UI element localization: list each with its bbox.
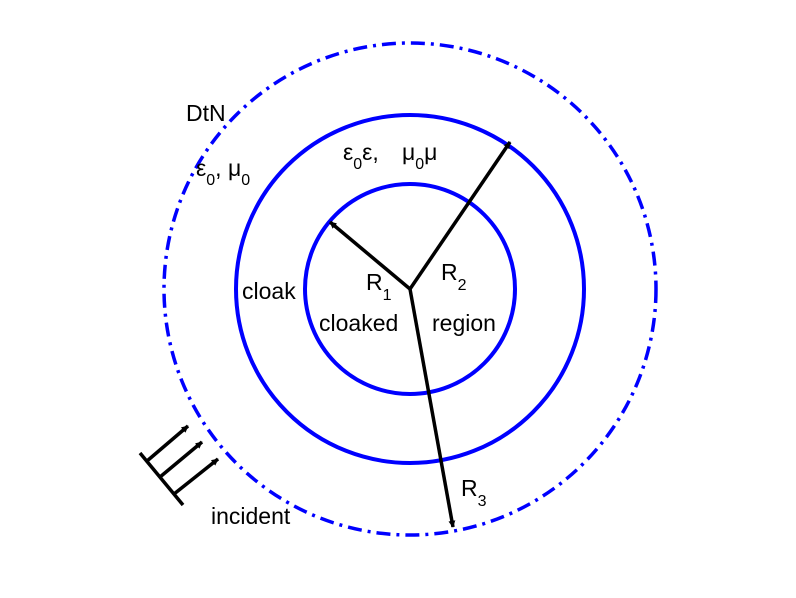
r3-arrow: [408, 288, 456, 528]
r2-subscript: 2: [458, 277, 467, 294]
outer-medium-params: ε0, μ0: [196, 155, 250, 189]
cloak-params-mu: μ0μ: [402, 139, 437, 173]
cloaked-label: cloaked: [319, 310, 398, 336]
outer-eps-subscript: 0: [206, 172, 215, 189]
r3-label: R3: [461, 475, 487, 510]
cloaked-region-circle: [303, 182, 517, 396]
incident-arrow-2: [158, 440, 204, 479]
r2-main: R: [441, 259, 458, 285]
cloak-mu-subscript: 0: [415, 156, 424, 173]
region-label: region: [432, 310, 496, 336]
outer-mu: μ: [228, 155, 241, 181]
cloak-outer-circle: [234, 113, 586, 465]
incident-wave-symbol: [138, 424, 220, 507]
dtn-label: DtN: [186, 100, 226, 126]
r3-main: R: [461, 475, 478, 501]
cloak-eps2: ε,: [362, 139, 379, 165]
radius-arrows: [328, 141, 512, 528]
outer-mu-subscript: 0: [241, 172, 250, 189]
r3-subscript: 3: [478, 493, 487, 510]
cloak-mu: μ: [402, 139, 415, 165]
incident-arrow-3: [172, 457, 220, 496]
cloak-eps-subscript: 0: [353, 156, 362, 173]
r1-subscript: 1: [383, 287, 392, 304]
r2-label: R2: [441, 259, 467, 294]
outer-sep: ,: [215, 155, 228, 181]
cloak-eps: ε: [343, 139, 353, 165]
r2-arrow: [408, 141, 512, 290]
r1-arrow: [328, 220, 412, 291]
r1-main: R: [366, 269, 383, 295]
outer-eps: ε: [196, 155, 206, 181]
cloak-label: cloak: [242, 278, 296, 304]
cloak-mu2: μ: [424, 139, 437, 165]
incident-arrow-1: [145, 424, 190, 463]
r1-label: R1: [366, 269, 392, 304]
wave-front-line: [138, 451, 185, 507]
dtn-boundary-circle: [162, 41, 658, 537]
cloak-params-eps: ε0ε,: [343, 139, 379, 173]
incident-label: incident: [211, 503, 291, 529]
